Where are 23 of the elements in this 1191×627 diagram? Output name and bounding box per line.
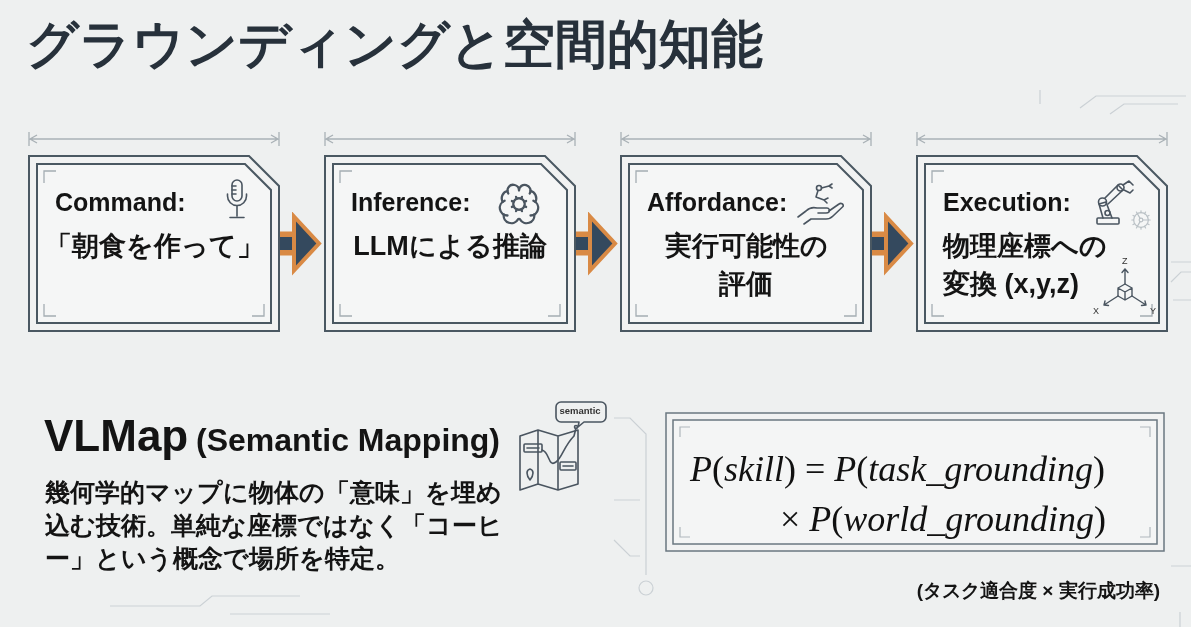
- section-subtitle: (Semantic Mapping): [196, 424, 500, 456]
- process-box: [324, 155, 576, 332]
- step-description: 「朝食を作って」: [43, 230, 265, 263]
- formula-box: [665, 412, 1165, 552]
- step-heading: Command:: [55, 187, 186, 218]
- section-heading: VLMap: [44, 414, 189, 458]
- page-title: グラウンディングと空間的知能: [26, 14, 763, 75]
- formula-text: P(skill) = P(task_grounding) × P(world_grounding): [690, 448, 1107, 541]
- step-description: 物理座標への変換 (x,y,z): [943, 230, 1108, 301]
- axis-label: X: [1093, 306, 1099, 316]
- process-box: [620, 155, 872, 332]
- process-box: [28, 155, 280, 332]
- process-box: [916, 155, 1168, 332]
- step-heading: Affordance:: [647, 187, 788, 218]
- step-heading: Inference:: [351, 187, 471, 218]
- step-description: LLMによる推論: [352, 230, 548, 263]
- axis-label: Z: [1122, 256, 1128, 266]
- speech-bubble-text: semantic: [558, 404, 602, 417]
- formula-caption: (タスク適合度 × 実行成功率): [916, 579, 1160, 603]
- axis-label: Y: [1150, 306, 1156, 316]
- step-description: 実行可能性の評価: [663, 230, 829, 301]
- step-heading: Execution:: [943, 187, 1071, 218]
- description-text: 幾何学的マップに物体の「意味」を埋め込む技術。単純な座標ではなく「コーヒー」という概念で場所を特定。: [45, 477, 504, 574]
